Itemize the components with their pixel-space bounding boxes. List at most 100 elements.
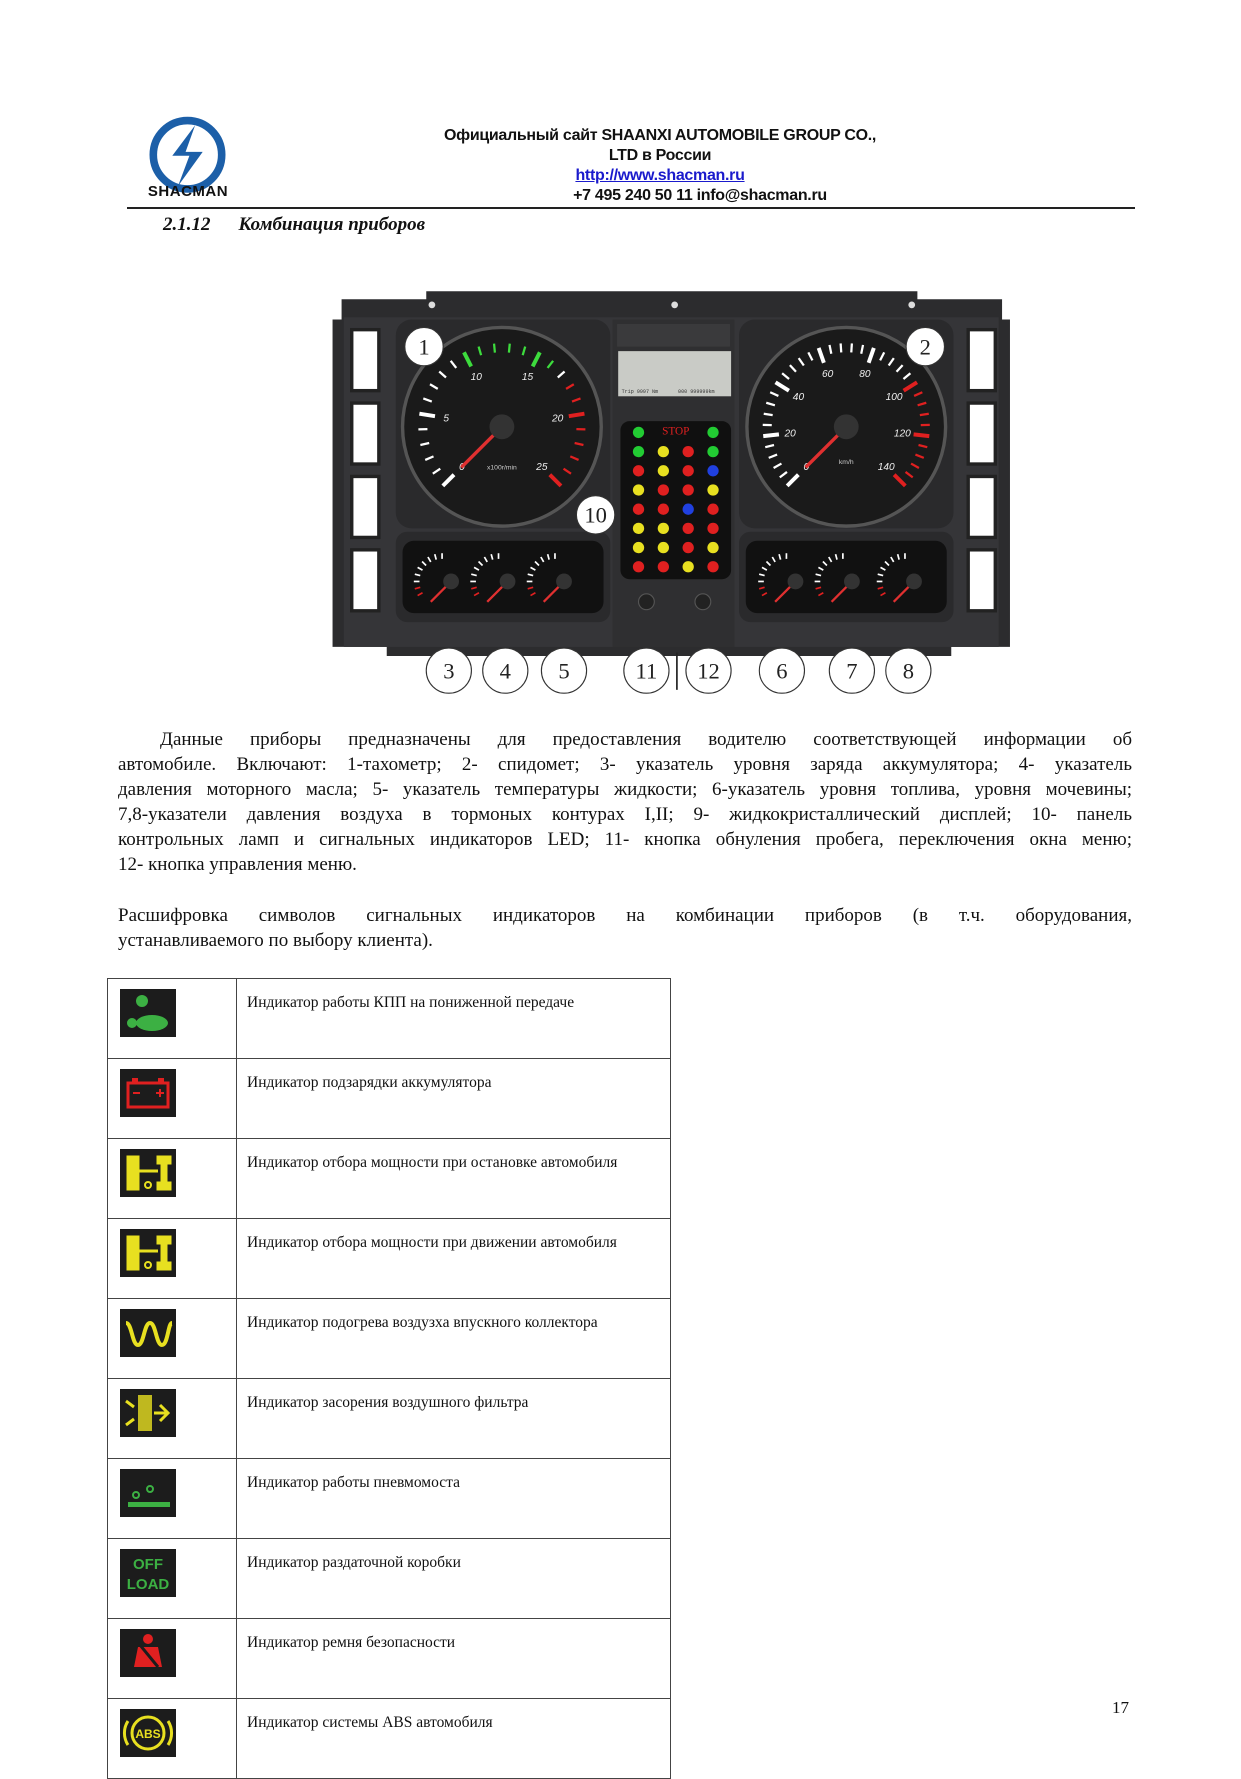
led-indicator (683, 504, 694, 515)
led-indicator (633, 465, 644, 476)
gauge-label: 140 (878, 462, 895, 473)
callout-number: 12 (697, 659, 720, 684)
indicator-description: Индикатор раздаточной коробки (237, 1539, 671, 1619)
speedo-unit: km/h (839, 459, 854, 466)
icon-text: LOAD (127, 1576, 170, 1593)
icon-text: ABS (135, 1727, 160, 1741)
table-row: Индикатор отбора мощности при движении а… (108, 1219, 671, 1299)
frame-slot (968, 403, 995, 464)
gauge-label: 40 (793, 392, 805, 403)
indicator-description: Индикатор подогрева воздузха впускного к… (237, 1299, 671, 1379)
led-indicator (633, 484, 644, 495)
indicator-description: Индикатор работы пневмомоста (237, 1459, 671, 1539)
paragraph-line: 12- кнопка управления меню. (118, 852, 1132, 877)
gauge-label: 60 (822, 369, 834, 380)
led-indicator (683, 561, 694, 572)
led-indicator (707, 523, 718, 534)
indicator-legend-table: Индикатор работы КПП на пониженной перед… (107, 978, 671, 1779)
led-indicator (658, 484, 669, 495)
led-indicator (707, 484, 718, 495)
air-filter-icon (120, 1389, 176, 1437)
gauge-label: 100 (886, 392, 903, 403)
table-row: Индикатор работы пневмомоста (108, 1459, 671, 1539)
gauge-label: 20 (551, 413, 564, 424)
led-indicator (658, 446, 669, 457)
pto-stationary-icon (120, 1149, 176, 1197)
offload-icon: OFF LOAD (120, 1549, 176, 1597)
callout-number: 10 (584, 503, 607, 528)
gauge-label: 10 (471, 372, 483, 383)
frame-slot (968, 476, 995, 537)
led-indicator (658, 465, 669, 476)
led-indicator (683, 446, 694, 457)
gauge-tick (509, 344, 510, 353)
legend-intro-paragraph: Расшифровка символов сигнальных индикато… (118, 903, 1132, 953)
frame-slot (352, 330, 379, 391)
paragraph-line: автомобиле. Включают: 1-тахометр; 2- спи… (118, 752, 1132, 777)
gauge-tick (419, 414, 435, 416)
paragraph-line: Данные приборы предназначены для предост… (118, 727, 1132, 752)
gauge-tick (851, 343, 852, 352)
gauge-label: 20 (784, 428, 797, 439)
frame-slot (352, 550, 379, 611)
small-gauge (906, 574, 922, 590)
pneumatic-axle-icon (120, 1469, 176, 1517)
table-row: Индикатор подзарядки аккумулятора (108, 1059, 671, 1139)
gauge-label: 25 (535, 462, 548, 473)
indicator-description: Индикатор подзарядки аккумулятора (237, 1059, 671, 1139)
frame-slot (968, 330, 995, 391)
table-row: Индикатор засорения воздушного фильтра (108, 1379, 671, 1459)
header-company: Официальный сайт SHAANXI AUTOMOBILE GROU… (380, 127, 940, 145)
low-gear-turtle-icon (120, 989, 176, 1037)
paragraph-line: давления моторного масла; 5- указатель т… (118, 777, 1132, 802)
indicator-description: Индикатор отбора мощности при остановке … (237, 1139, 671, 1219)
website-link[interactable]: http://www.shacman.ru (575, 167, 744, 184)
logo-text: SHACMAN (128, 183, 248, 200)
instrument-cluster-image: 0510152025020406080100120140 x100r/min k… (319, 285, 1019, 695)
section-title: Комбинация приборов (239, 214, 426, 235)
indicator-description: Индикатор работы КПП на пониженной перед… (237, 979, 671, 1059)
indicator-description: Индикатор ремня безопасности (237, 1619, 671, 1699)
callout-number: 5 (558, 659, 569, 684)
led-indicator (707, 504, 718, 515)
tach-unit: x100r/min (487, 465, 517, 472)
abs-icon: ABS (120, 1709, 176, 1757)
paragraph-line: устанавливаемого по выбору клиента). (118, 928, 1132, 953)
led-indicator (683, 542, 694, 553)
callout-number: 8 (903, 659, 914, 684)
led-indicator (633, 561, 644, 572)
callout-number: 1 (418, 335, 429, 360)
led-indicator (707, 561, 718, 572)
callout-number: 4 (500, 659, 511, 684)
led-indicator (658, 504, 669, 515)
callout-number: 6 (776, 659, 787, 684)
frame-slot (352, 476, 379, 537)
icon-text: OFF (133, 1556, 163, 1573)
led-indicator (707, 427, 718, 438)
table-row: Индикатор работы КПП на пониженной перед… (108, 979, 671, 1059)
led-indicator (707, 465, 718, 476)
table-row: Индикатор ремня безопасности (108, 1619, 671, 1699)
led-stop: STOP (662, 426, 689, 438)
header-company-2: LTD в России (380, 147, 940, 165)
callout-number: 11 (636, 659, 658, 684)
intake-heater-icon (120, 1309, 176, 1357)
led-indicator (633, 542, 644, 553)
table-row: OFF LOAD Индикатор раздаточной коробки (108, 1539, 671, 1619)
gauge-label: 80 (859, 369, 871, 380)
pto-moving-icon (120, 1229, 176, 1277)
gauge-tick (569, 414, 585, 416)
gauge-label: 15 (522, 372, 534, 383)
header-contacts: +7 495 240 50 11 info@shacman.ru (420, 187, 980, 205)
paragraph-line: контрольных ламп и сигнальных индикаторо… (118, 827, 1132, 852)
table-row: Индикатор подогрева воздузха впускного к… (108, 1299, 671, 1379)
led-indicator (707, 446, 718, 457)
led-indicator (633, 446, 644, 457)
indicator-description: Индикатор отбора мощности при движении а… (237, 1219, 671, 1299)
small-gauge (500, 574, 516, 590)
led-indicator (683, 523, 694, 534)
brand-plate (617, 324, 730, 347)
led-indicator (633, 427, 644, 438)
